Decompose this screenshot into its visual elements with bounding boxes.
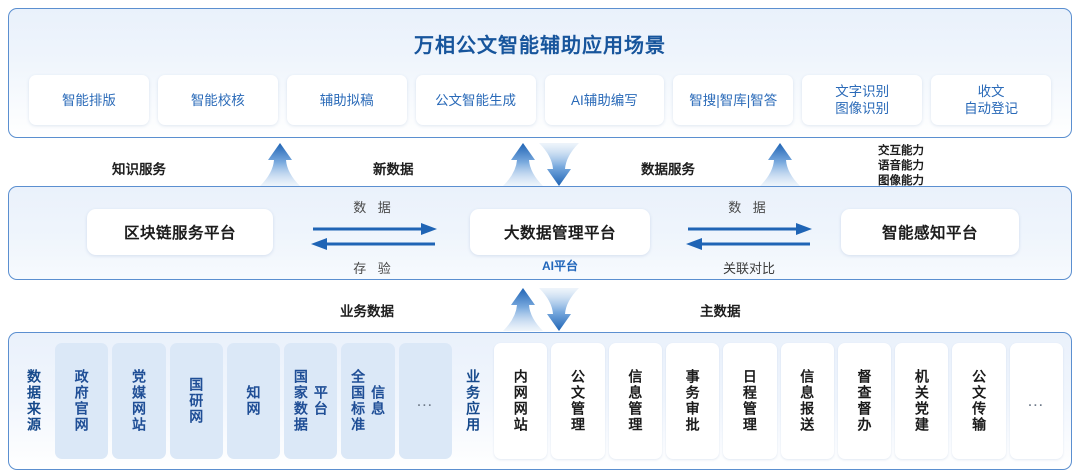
platform-card-blockchain[interactable]: 区块链服务平台 <box>87 209 273 255</box>
capability-line-1: 交互能力 <box>878 145 924 157</box>
exchange-left-top-label: 数 据 <box>353 200 395 215</box>
exchange-right-top-label: 数 据 <box>728 200 770 215</box>
platform-sublabel-ai: AI平台 <box>541 259 578 273</box>
scene-card-row: 智能排版 智能校核 辅助拟稿 公文智能生成 AI辅助编写 智搜|智库|智答 文字识别图像识别… <box>29 75 1051 125</box>
application-scenes-panel: 万相公文智能辅助应用场景 智能排版 智能校核 辅助拟稿 公文智能生成 AI辅助编写 智搜|… <box>8 8 1072 138</box>
scene-card-7[interactable]: 文字识别图像识别 <box>802 75 923 125</box>
source-card-5[interactable]: 国家数据平台 <box>284 343 338 459</box>
application-card-9[interactable]: 公文传输 <box>952 343 1006 459</box>
arrow-down-to-platform <box>539 143 579 186</box>
application-card-3[interactable]: 信息管理 <box>608 343 662 459</box>
source-application-row: 数据来源政府官网党媒网站国研网知网国家数据平台全国标准信息…业务应用内网网站公文… <box>17 343 1064 459</box>
source-card-4[interactable]: 知网 <box>226 343 281 459</box>
scene-card-label: 智搜|智库|智答 <box>689 92 778 108</box>
application-card-4[interactable]: 事务审批 <box>665 343 720 459</box>
scene-card-label: 公文智能生成 <box>435 92 517 108</box>
exchange-right: 数 据 关联对比 <box>674 197 824 277</box>
arrow-up-new-data <box>503 143 543 186</box>
platform-card-perception[interactable]: 智能感知平台 <box>841 209 1019 255</box>
source-card-3[interactable]: 国研网 <box>169 343 223 459</box>
scene-card-label: 文字识别图像识别 <box>835 84 890 116</box>
scene-card-4[interactable]: 公文智能生成 <box>415 75 536 125</box>
application-card-8[interactable]: 机关党建 <box>895 343 949 459</box>
source-card-col2: 信息 <box>370 385 387 417</box>
arrow-up-data-service <box>760 143 800 186</box>
label-data-service: 数据服务 <box>641 162 695 177</box>
scene-card-label: 辅助拟稿 <box>319 92 374 108</box>
arrow-up-knowledge <box>260 143 300 186</box>
application-ellipsis[interactable]: … <box>1009 343 1064 459</box>
source-card-col1: 国家数据 <box>292 369 309 433</box>
source-heading: 数据来源 <box>26 369 42 433</box>
scene-card-2[interactable]: 智能校核 <box>157 75 278 125</box>
exchange-left-bottom-label: 存 验 <box>353 261 395 276</box>
application-card-2[interactable]: 公文管理 <box>551 343 605 459</box>
label-master-data: 主数据 <box>700 304 741 319</box>
source-ellipsis[interactable]: … <box>398 343 453 459</box>
application-heading: 业务应用 <box>465 369 482 433</box>
scene-card-label: AI辅助编写 <box>571 92 638 108</box>
source-card-6[interactable]: 全国标准信息 <box>341 343 395 459</box>
label-ai-capabilities: 交互能力语音能力图像能力 <box>878 144 924 189</box>
scene-card-label: 智能排版 <box>61 92 116 108</box>
platform-card-bigdata[interactable]: 大数据管理平台 <box>470 209 650 255</box>
exchange-right-bottom-label: 关联对比 <box>722 261 775 276</box>
source-card-2[interactable]: 党媒网站 <box>112 343 166 459</box>
exchange-left: 数 据 存 验 <box>299 197 449 277</box>
scene-card-5[interactable]: AI辅助编写 <box>544 75 665 125</box>
bidirectional-arrows-left <box>311 223 437 250</box>
application-card-5[interactable]: 日程管理 <box>723 343 777 459</box>
capability-line-2: 语音能力 <box>878 160 924 172</box>
capability-line-3: 图像能力 <box>878 175 924 187</box>
scene-card-3[interactable]: 辅助拟稿 <box>286 75 407 125</box>
platform-layer-panel: 区块链服务平台 大数据管理平台 AI平台 智能感知平台 数 据 存 验 数 据 <box>8 186 1072 280</box>
label-knowledge-service: 知识服务 <box>112 162 166 177</box>
source-card-col1: 全国标准 <box>350 369 367 433</box>
application-card-7[interactable]: 督查督办 <box>837 343 892 459</box>
application-card-1[interactable]: 内网网站 <box>494 343 548 459</box>
arrow-up-business-data <box>503 288 543 331</box>
scene-card-1[interactable]: 智能排版 <box>29 75 149 125</box>
label-business-data: 业务数据 <box>340 304 394 319</box>
scene-card-label: 智能校核 <box>190 92 245 108</box>
source-card-1[interactable]: 政府官网 <box>55 343 109 459</box>
bidirectional-arrows-right <box>686 223 812 250</box>
label-new-data: 新数据 <box>373 162 414 177</box>
scene-card-label: 收文自动登记 <box>964 84 1019 116</box>
page-title: 万相公文智能辅助应用场景 <box>414 35 666 57</box>
arrow-down-master-data <box>539 288 579 331</box>
scene-card-8[interactable]: 收文自动登记 <box>931 75 1051 125</box>
source-card-col2: 平台 <box>312 385 329 417</box>
data-source-panel: 数据来源政府官网党媒网站国研网知网国家数据平台全国标准信息…业务应用内网网站公文… <box>8 332 1072 470</box>
scene-card-6[interactable]: 智搜|智库|智答 <box>673 75 794 125</box>
application-card-6[interactable]: 信息报送 <box>780 343 834 459</box>
